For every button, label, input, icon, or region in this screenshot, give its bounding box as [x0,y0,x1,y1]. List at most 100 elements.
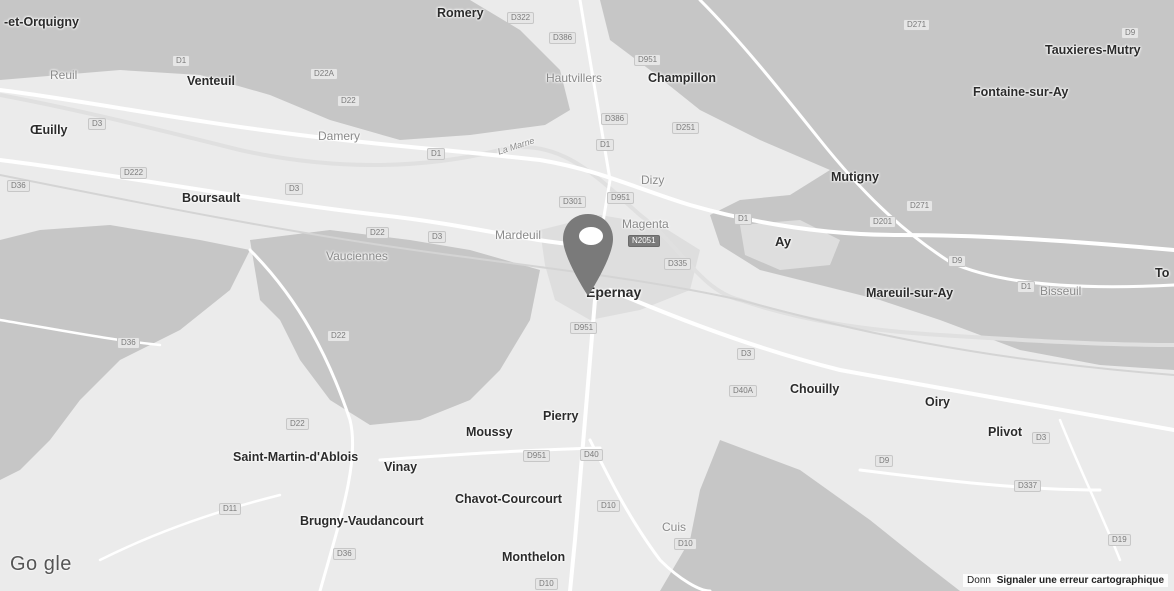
forest-area-west [0,225,250,480]
road-shield: D337 [1014,480,1042,492]
road-shield: D1 [172,55,191,67]
road-shield: D10 [535,578,558,590]
google-logo[interactable]: Go gle [10,553,72,575]
river-marne [0,93,1174,347]
place-label-hautvillers[interactable]: Hautvillers [546,71,603,85]
road-shield: D335 [664,258,692,270]
road-shield: D301 [559,196,587,208]
place-label-epernay[interactable]: Epernay [586,284,642,300]
road-shield: D36 [7,180,30,192]
location-marker[interactable] [561,212,615,298]
urban-area-ay [740,220,840,270]
road-shield: D22 [337,95,360,107]
place-label-fontaine-sur-ay[interactable]: Fontaine-sur-Ay [973,85,1069,99]
place-label-vinay[interactable]: Vinay [384,460,418,474]
place-label-oeuilly[interactable]: Œuilly [30,123,68,137]
road-d1 [0,88,1174,252]
place-label-mardeuil[interactable]: Mardeuil [495,228,542,242]
place-label-bisseuil[interactable]: Bisseuil [1040,284,1082,298]
road-shield-national: N2051 [628,235,660,247]
road-shield: D1 [734,213,753,225]
place-label-moussy[interactable]: Moussy [466,425,513,439]
road-shield: D251 [672,122,700,134]
road-shield: D10 [674,538,697,550]
road-shield: D36 [117,337,140,349]
place-label-chouilly[interactable]: Chouilly [790,382,840,396]
road-d337 [858,468,1102,492]
road-d22 [248,248,355,591]
road-shield: D3 [428,231,447,243]
road-d3 [0,158,582,247]
place-label-monthelon[interactable]: Monthelon [502,550,566,564]
place-label-brugny-vaudancourt[interactable]: Brugny-Vaudancourt [300,514,424,528]
road-shield: D222 [120,167,148,179]
road-shield: D3 [285,183,304,195]
place-label-romery[interactable]: Romery [437,6,484,20]
road-d40 [378,446,602,462]
forest-area-northwest [0,0,570,140]
place-label-cuis[interactable]: Cuis [662,520,687,534]
road-shield: D11 [219,503,242,515]
place-label-venteuil[interactable]: Venteuil [187,74,235,88]
road-shield: D1 [596,139,615,151]
place-label-mareuil-sur-ay[interactable]: Mareuil-sur-Ay [866,286,954,300]
map-footer: Donn Signaler une erreur cartographique [963,574,1168,587]
place-label-oiry[interactable]: Oiry [925,395,951,409]
road-shield: D10 [597,500,620,512]
place-label-boursault[interactable]: Boursault [182,191,241,205]
place-label-tauxieres-mutry[interactable]: Tauxieres-Mutry [1045,43,1141,57]
road-d951-north [578,0,612,242]
place-label-plivot[interactable]: Plivot [988,425,1023,439]
place-label-chavot-courcourt[interactable]: Chavot-Courcourt [455,492,562,506]
road-shield: D271 [903,19,931,31]
report-map-error-link[interactable]: Signaler une erreur cartographique [996,575,1164,586]
forest-area-center [250,230,540,425]
place-label-vauciennes[interactable]: Vauciennes [326,249,388,263]
road-shield: D40 [580,449,603,461]
forest-area-north-east [600,0,1174,370]
road-shield: D951 [570,322,598,334]
road-shield: D386 [549,32,577,44]
place-label-magenta[interactable]: Magenta [622,217,669,231]
road-shield: D951 [607,192,635,204]
road-shield: D1 [427,148,446,160]
road-shield: D271 [906,200,934,212]
road-shield: D3 [88,118,107,130]
place-label-to[interactable]: To [1155,266,1170,280]
railway [0,174,1174,376]
place-label-damery[interactable]: Damery [318,129,361,143]
road-d3-east [608,288,1174,432]
road-d36 [0,318,162,347]
road-shield: D322 [507,12,535,24]
road-shield: D40A [729,385,758,397]
place-label-dizy[interactable]: Dizy [641,173,665,187]
road-shield: D1 [1017,281,1036,293]
road-shield: D3 [1032,432,1051,444]
place-label-pierry[interactable]: Pierry [543,409,579,423]
road-shield: D9 [875,455,894,467]
road-shield: D951 [523,450,551,462]
map-pin-icon [563,214,613,296]
place-label-ay[interactable]: Ay [775,234,792,249]
forest-area-south-east [660,440,960,591]
road-shield: D22A [310,68,339,80]
road-shield: D22 [327,330,350,342]
road-shield: D22 [286,418,309,430]
road-shield: D9 [1121,27,1140,39]
place-label-saint-martin-d-ablois[interactable]: Saint-Martin-d'Ablois [233,450,359,464]
road-shield: D3 [737,348,756,360]
road-d10 [588,438,712,591]
place-label-champillon[interactable]: Champillon [648,71,717,85]
road-shield: D36 [333,548,356,560]
road-shield: D19 [1108,534,1131,546]
place-label-mutigny[interactable]: Mutigny [831,170,879,184]
road-shield: D22 [366,227,389,239]
place-label-reuil[interactable]: Reuil [50,68,78,82]
map-data-link[interactable]: Donn [967,575,991,586]
road-shield: D386 [601,113,629,125]
place-label-orquigny[interactable]: -et-Orquigny [4,15,79,29]
road-d11 [98,493,282,562]
